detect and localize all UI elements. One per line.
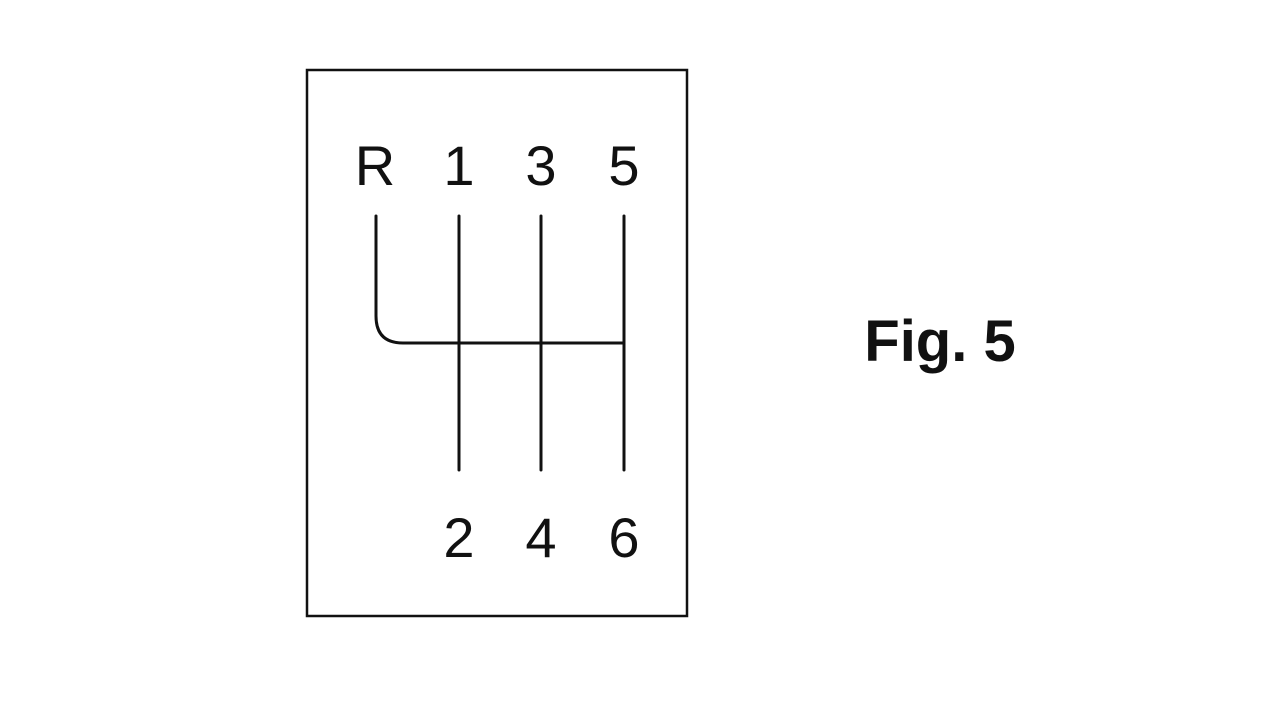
- gear-label-6: 6: [608, 506, 639, 569]
- gear-label-1: 1: [443, 134, 474, 197]
- gear-label-2: 2: [443, 506, 474, 569]
- reverse-gate-line: [374, 214, 626, 345]
- diagram-frame: [305, 68, 689, 618]
- gear-label-r: R: [355, 134, 395, 197]
- gear-label-3: 3: [525, 134, 556, 197]
- figure-label: Fig. 5: [864, 309, 1015, 374]
- gear-label-4: 4: [525, 506, 556, 569]
- gear-label-5: 5: [608, 134, 639, 197]
